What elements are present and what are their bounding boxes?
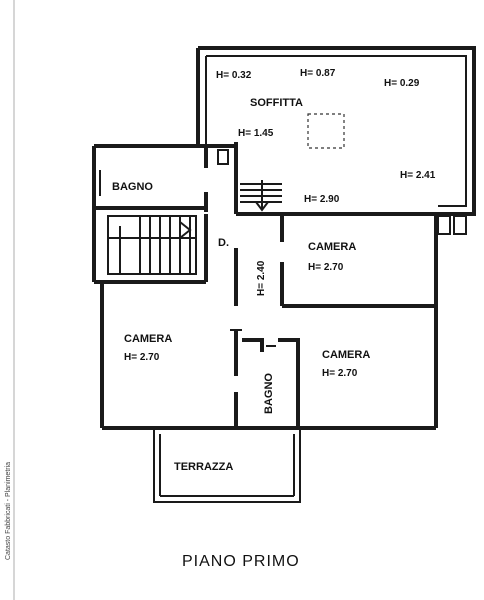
side-note: Catasto Fabbricati - Planimetria (5, 462, 12, 560)
chimney-2 (453, 215, 467, 235)
h-soffitta-3: H= 0.29 (384, 78, 420, 89)
room-bagno-small: BAGNO (263, 373, 275, 414)
room-camera-left: CAMERA (124, 333, 172, 345)
room-camera-right: CAMERA (308, 241, 356, 253)
terrazza-outline (153, 428, 301, 503)
bagno-fixture (217, 149, 229, 165)
room-camera-center: CAMERA (322, 349, 370, 361)
h-camera-center: H= 2.70 (322, 368, 358, 379)
h-soffitta-1: H= 0.32 (216, 70, 252, 81)
h-disimpegno: H= 2.40 (256, 260, 267, 296)
skylight (307, 113, 345, 149)
bagno-small-right (278, 338, 300, 428)
h-camera-left: H= 2.70 (124, 352, 160, 363)
soffitta-stair (240, 180, 282, 212)
main-stair (107, 215, 197, 275)
room-disimpegno: D. (218, 237, 229, 249)
room-soffitta: SOFFITTA (250, 97, 303, 109)
room-bagno-top: BAGNO (112, 181, 153, 193)
h-soffitta-4: H= 1.45 (238, 128, 274, 139)
chimney-1 (437, 215, 451, 235)
room-terrazza: TERRAZZA (174, 461, 233, 473)
h-soffitta-6: H= 2.90 (304, 194, 340, 205)
soffitta-inner-line (206, 55, 467, 207)
plan-title: PIANO PRIMO (182, 553, 300, 570)
h-soffitta-5: H= 2.41 (400, 170, 436, 181)
h-soffitta-2: H= 0.87 (300, 68, 336, 79)
h-camera-right: H= 2.70 (308, 262, 344, 273)
soffitta-wall (198, 46, 476, 216)
bagno-small-top (242, 338, 264, 352)
